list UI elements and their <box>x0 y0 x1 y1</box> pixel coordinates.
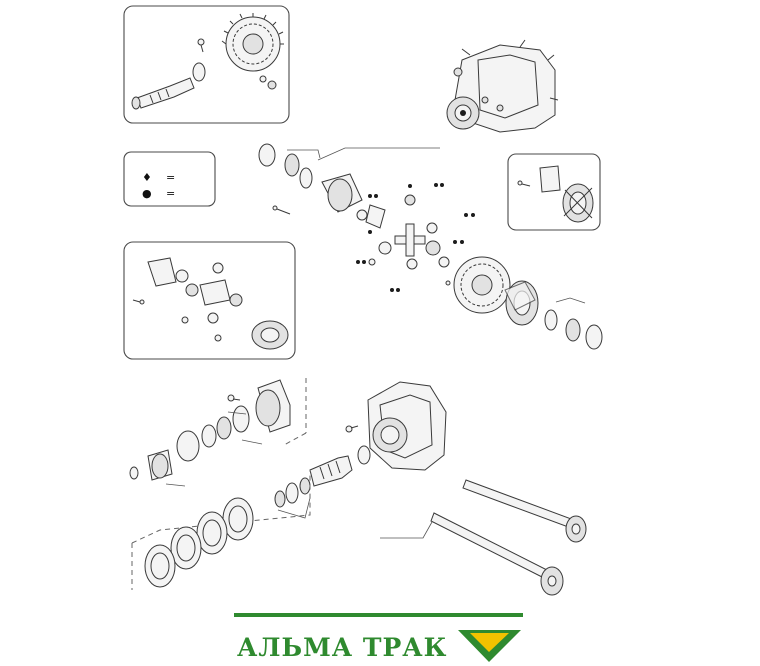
brand-top-line <box>234 613 523 617</box>
inset-differential-case <box>507 153 601 231</box>
exploded-differential <box>258 143 603 350</box>
shim-discs <box>131 470 311 590</box>
inset-ring-gear-pinion <box>123 5 290 124</box>
pinion-flange-group <box>129 378 307 487</box>
legend-circle-equals: = <box>166 187 175 200</box>
carrier-housing-group <box>274 381 447 519</box>
symbol-legend: ♦ = ● = <box>123 151 216 207</box>
inset-differential-gears <box>123 241 296 360</box>
brand-footer: АЛЬМА ТРАК <box>234 613 523 662</box>
legend-diamond-symbol: ♦ <box>142 171 152 184</box>
legend-circle-symbol: ● <box>142 187 152 200</box>
legend-diamond-equals: = <box>166 171 175 184</box>
axle-shafts <box>380 479 587 596</box>
axle-housing-assembly <box>446 39 559 133</box>
brand-name: АЛЬМА ТРАК <box>237 633 447 662</box>
brand-logo-chevron <box>458 630 521 662</box>
ring-gear-part <box>221 13 284 72</box>
pinion-shaft-part <box>131 38 277 110</box>
